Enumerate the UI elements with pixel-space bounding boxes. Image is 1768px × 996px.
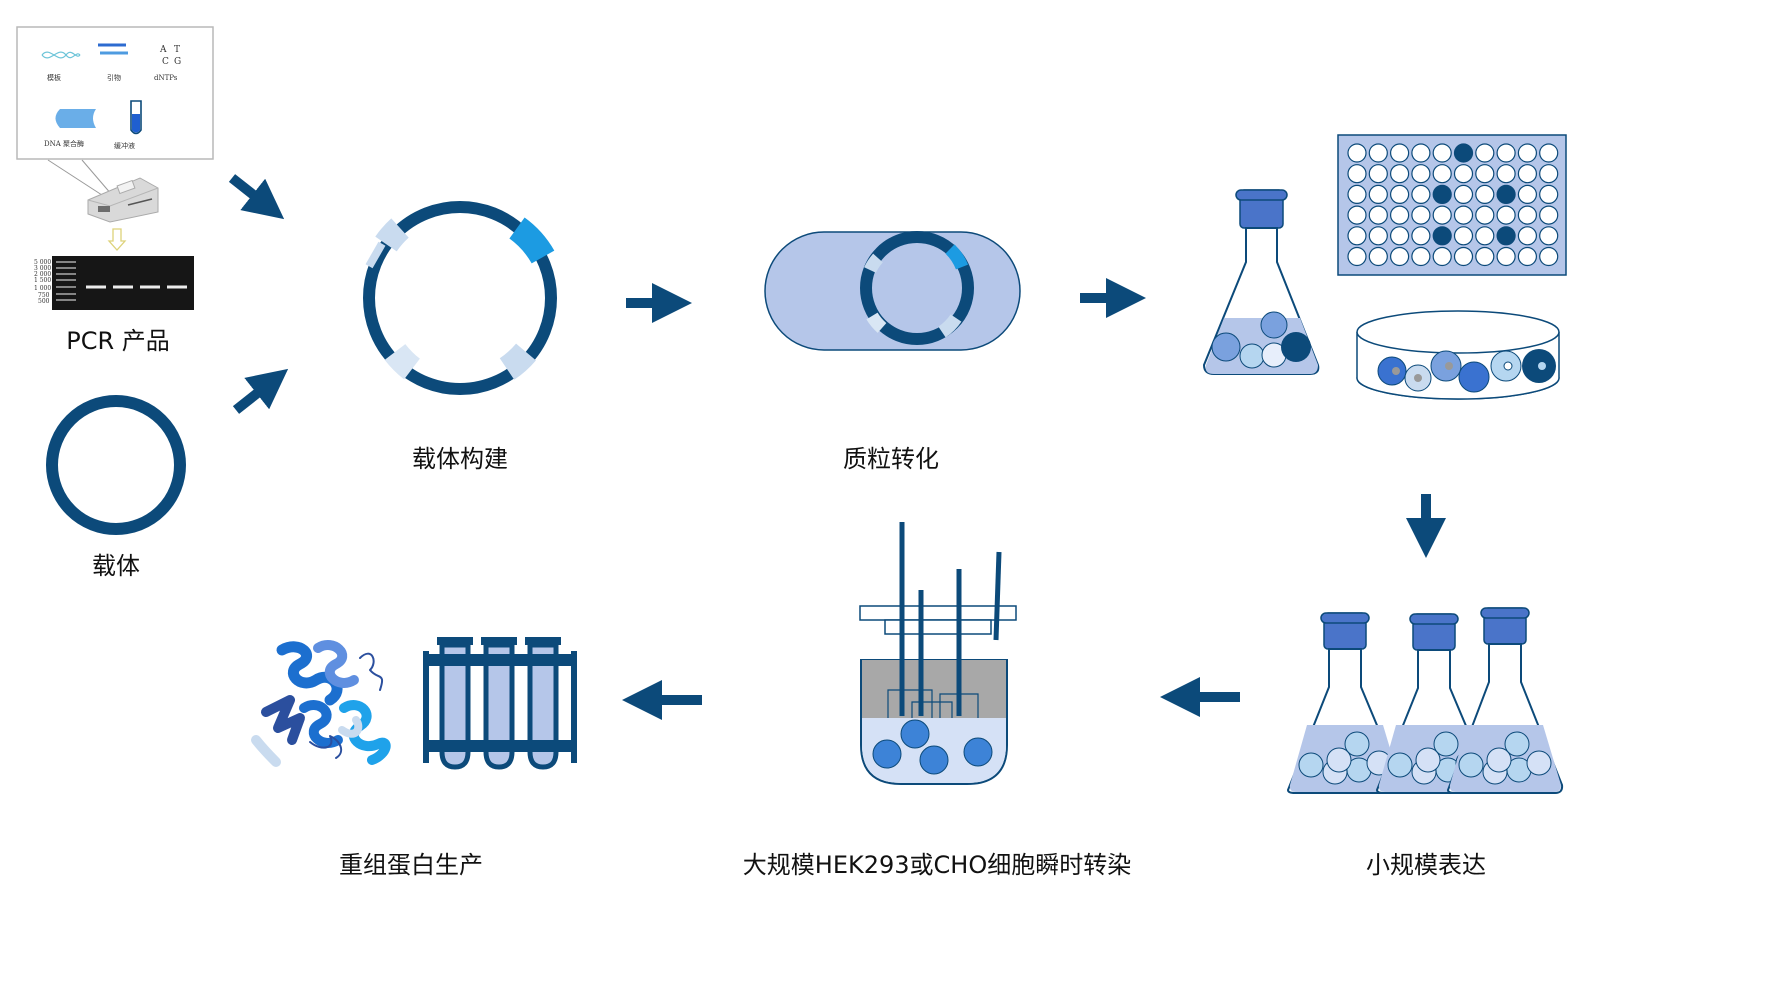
pcr-product-label: PCR 产品 xyxy=(66,327,170,355)
thermocycler-icon xyxy=(87,177,159,223)
dntp-letters-icon: A T C G xyxy=(159,45,181,67)
bioreactor-icon xyxy=(859,522,1017,785)
vector-label: 载体 xyxy=(92,552,140,580)
vector-ring-icon xyxy=(46,395,186,535)
test-tube-rack-icon xyxy=(423,637,577,770)
svg-text:1 500: 1 500 xyxy=(34,277,51,284)
bacterium-with-plasmid-icon xyxy=(764,231,1021,351)
recombinant-protein-production-label: 重组蛋白生产 xyxy=(339,851,483,879)
svg-text:3 000: 3 000 xyxy=(34,265,51,272)
svg-text:G: G xyxy=(174,57,181,67)
primers-icon xyxy=(98,43,128,55)
buffer-label: 缓冲液 xyxy=(114,141,135,150)
buffer-tube-icon xyxy=(130,100,142,135)
svg-text:A: A xyxy=(159,45,167,55)
petri-dish-icon xyxy=(1356,310,1560,400)
svg-text:500: 500 xyxy=(38,298,50,305)
svg-text:1 000: 1 000 xyxy=(34,285,51,292)
small-scale-flasks-icon xyxy=(1286,607,1564,794)
primers-label: 引物 xyxy=(107,73,121,82)
dntps-label: dNTPs xyxy=(154,74,178,82)
well-plate-icon xyxy=(1337,134,1567,276)
plasmid-transformation-label: 质粒转化 xyxy=(843,445,939,473)
arrow-vector-to-construction xyxy=(232,368,289,414)
gel-image: 5 000 3 000 2 000 1 500 1 000 750 500 xyxy=(34,256,194,310)
polymerase-label: DNA 聚合酶 xyxy=(44,139,84,148)
arrow-pcr-to-construction xyxy=(228,174,285,220)
svg-text:T: T xyxy=(174,45,180,55)
vector-construction-label: 载体构建 xyxy=(412,445,508,473)
pcr-inset-panel: 模板 引物 A T C G dNTPs DNA 聚合酶 缓冲液 xyxy=(16,26,214,198)
polymerase-icon xyxy=(55,109,96,128)
constructed-plasmid-icon xyxy=(363,201,557,395)
svg-text:2 000: 2 000 xyxy=(34,271,51,278)
large-scale-transfection-label: 大规模HEK293或CHO细胞瞬时转染 xyxy=(742,851,1132,879)
culture-flask-icon xyxy=(1202,189,1320,375)
small-scale-expression-label: 小规模表达 xyxy=(1366,851,1486,879)
protein-structure-icon xyxy=(251,640,391,767)
dna-template-icon xyxy=(41,51,81,59)
svg-text:5 000: 5 000 xyxy=(34,259,51,266)
svg-text:C: C xyxy=(162,57,169,67)
template-label: 模板 xyxy=(47,73,61,82)
down-arrow-icon xyxy=(107,228,127,251)
svg-text:750: 750 xyxy=(38,292,50,299)
